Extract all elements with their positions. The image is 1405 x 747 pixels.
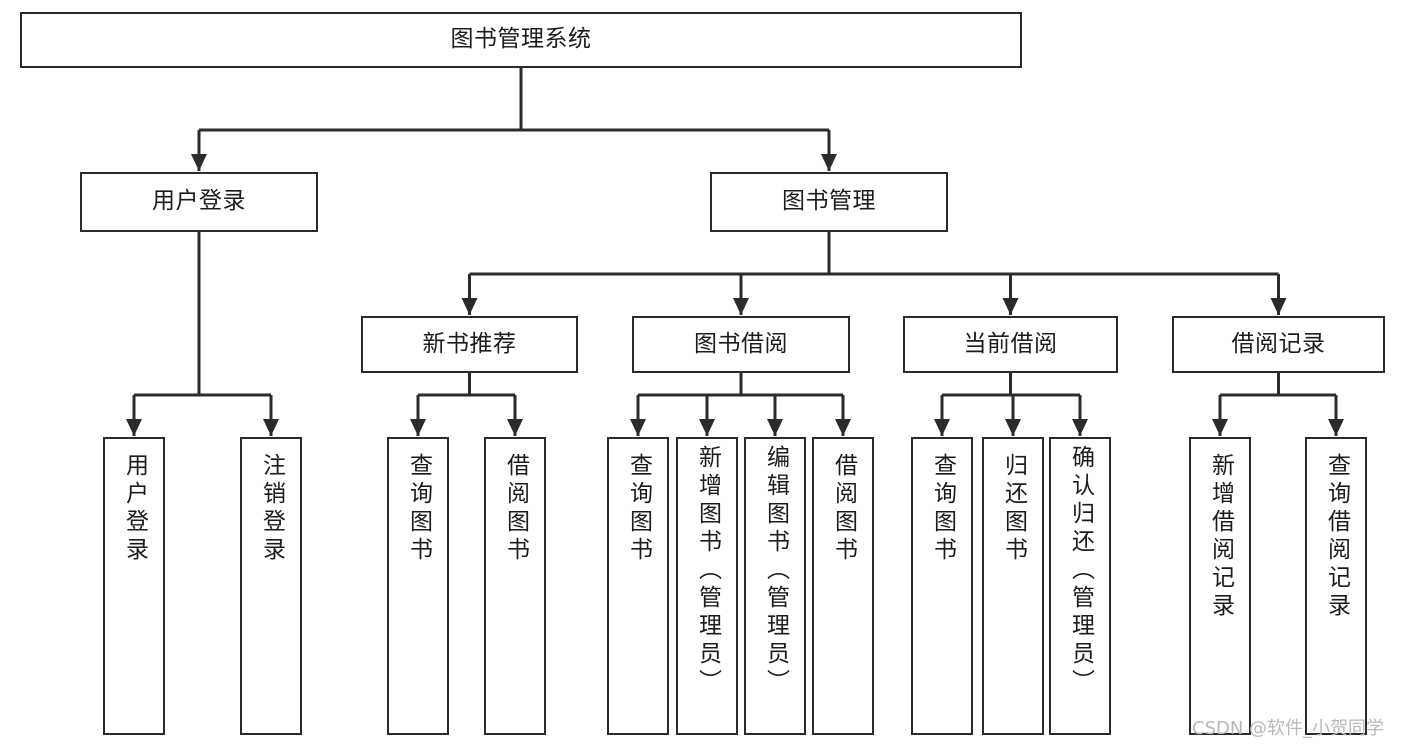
edge-arrowhead	[1072, 419, 1088, 436]
node-user-login[interactable]: 用户登录	[80, 172, 318, 232]
node-label: 图书管理	[782, 188, 876, 215]
node-label: 编辑图书（管理员）	[762, 445, 789, 697]
node-label: 借阅图书	[502, 453, 529, 565]
node-label: 新书推荐	[422, 330, 517, 357]
edge-arrowhead	[821, 154, 837, 171]
node-label: 查询借阅记录	[1323, 453, 1350, 621]
node-leaf-add-book[interactable]: 新增图书（管理员）	[676, 437, 738, 735]
edge-arrowhead	[263, 419, 279, 436]
node-book-manage[interactable]: 图书管理	[710, 172, 948, 232]
edge-arrowhead	[767, 419, 783, 436]
node-leaf-borrow-book-1[interactable]: 借阅图书	[484, 437, 546, 735]
node-label: 当前借阅	[963, 330, 1058, 357]
node-label: 注销登录	[258, 453, 285, 565]
node-leaf-add-borrow-record[interactable]: 新增借阅记录	[1189, 437, 1251, 735]
edge-arrowhead	[630, 419, 646, 436]
node-leaf-edit-book[interactable]: 编辑图书（管理员）	[744, 437, 806, 735]
edge-arrowhead	[835, 419, 851, 436]
node-leaf-query-book-2[interactable]: 查询图书	[607, 437, 669, 735]
node-borrow-record[interactable]: 借阅记录	[1172, 316, 1385, 373]
node-leaf-confirm-return[interactable]: 确认归还（管理员）	[1049, 437, 1111, 735]
node-leaf-user-logout[interactable]: 注销登录	[240, 437, 302, 735]
node-leaf-return-book[interactable]: 归还图书	[982, 437, 1044, 735]
node-leaf-query-book-1[interactable]: 查询图书	[387, 437, 449, 735]
node-label: 用户登录	[121, 453, 148, 565]
node-leaf-borrow-book-2[interactable]: 借阅图书	[812, 437, 874, 735]
node-label: 借阅图书	[830, 453, 857, 565]
node-label: 图书借阅	[694, 330, 788, 357]
node-label: 确认归还（管理员）	[1067, 445, 1094, 697]
edge-arrowhead	[410, 419, 426, 436]
node-label: 新增图书（管理员）	[694, 445, 721, 697]
node-new-book-recommend[interactable]: 新书推荐	[361, 316, 578, 373]
edge-arrowhead	[733, 298, 749, 315]
node-current-borrow[interactable]: 当前借阅	[903, 316, 1118, 373]
edge-arrowhead	[1002, 298, 1019, 315]
edge-arrowhead	[126, 419, 142, 436]
node-label: 借阅记录	[1231, 330, 1326, 357]
edge-arrowhead	[1005, 419, 1021, 436]
edge-arrowhead	[699, 419, 715, 436]
node-label: 查询图书	[929, 453, 956, 565]
node-label: 图书管理系统	[450, 26, 592, 53]
edge-arrowhead	[934, 419, 950, 436]
node-leaf-user-login[interactable]: 用户登录	[103, 437, 165, 735]
node-leaf-query-book-3[interactable]: 查询图书	[911, 437, 973, 735]
edge-arrowhead	[1328, 419, 1344, 436]
node-label: 查询图书	[405, 453, 432, 565]
node-book-borrow[interactable]: 图书借阅	[632, 316, 850, 373]
node-leaf-query-borrow-record[interactable]: 查询借阅记录	[1305, 437, 1367, 735]
edge-arrowhead	[1212, 419, 1228, 436]
node-label: 归还图书	[1000, 453, 1027, 565]
edge-arrowhead	[507, 419, 523, 436]
edge-arrowhead	[461, 298, 478, 315]
node-label: 新增借阅记录	[1207, 453, 1234, 621]
csdn-watermark: CSDN @软件_小贺同学	[1192, 718, 1385, 739]
node-label: 查询图书	[625, 453, 652, 565]
edge-arrowhead	[1270, 298, 1287, 315]
edge-arrowhead	[191, 154, 207, 171]
node-root[interactable]: 图书管理系统	[20, 12, 1022, 68]
node-label: 用户登录	[152, 188, 246, 215]
